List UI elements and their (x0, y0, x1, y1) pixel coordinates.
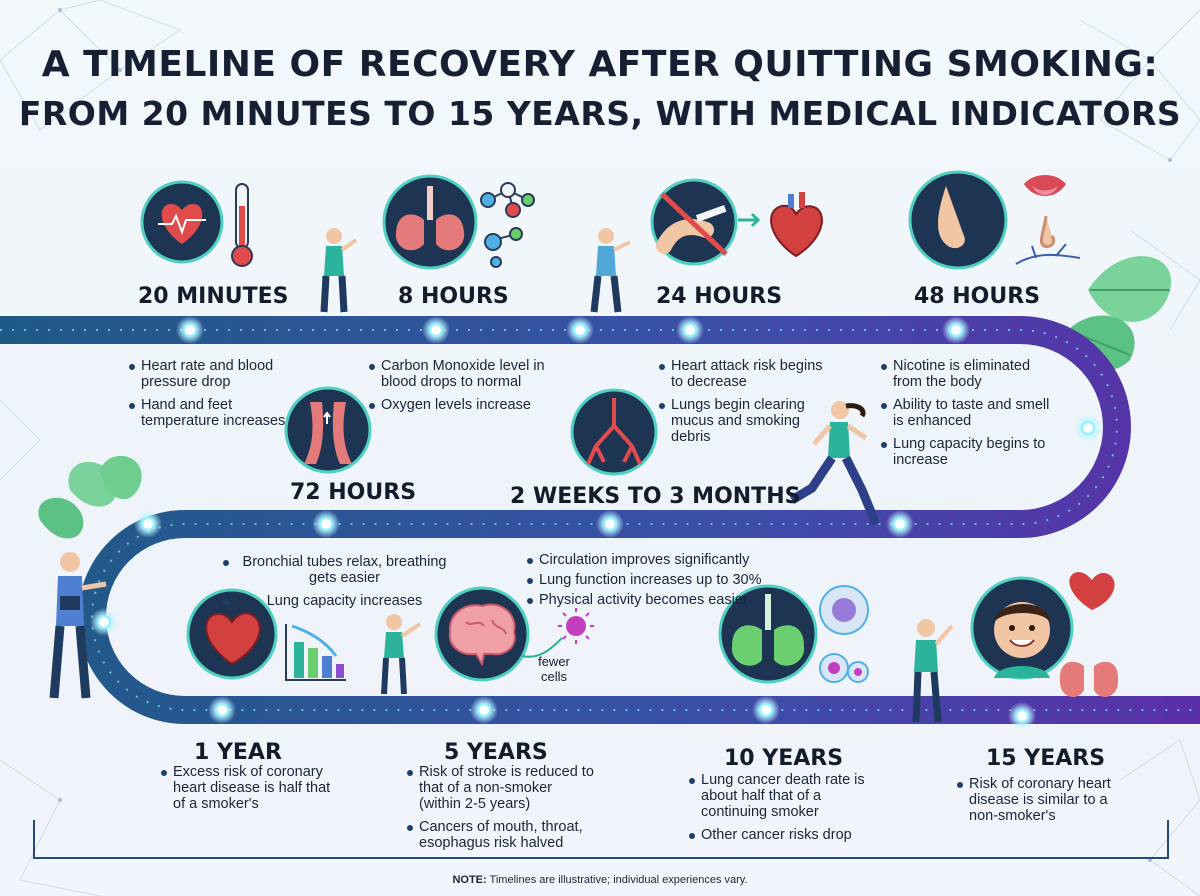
bullet-item: Excess risk of coronary heart disease is… (160, 764, 336, 812)
milestone-label-8-hours: 8 HOURS (398, 284, 509, 309)
milestone-label-20-minutes: 20 MINUTES (138, 284, 289, 309)
timeline-node (183, 323, 197, 337)
bullets-8-hours: Carbon Monoxide level in blood drops to … (368, 358, 560, 420)
footnote-text: Timelines are illustrative; individual e… (486, 874, 748, 886)
cell-icon (819, 585, 869, 683)
bullet-item: Lung function increases up to 30% (526, 572, 776, 588)
timeline-node (477, 703, 491, 717)
lungs-icon-10yr (718, 584, 869, 684)
bullet-item: Heart attack risk begins to decrease (658, 358, 834, 390)
milestone-label-1-year: 1 YEAR (194, 740, 282, 765)
timeline-node (97, 615, 111, 629)
bullets-15-years: Risk of coronary heart disease is simila… (956, 776, 1136, 831)
bullets-10-years: Lung cancer death rate is about half tha… (688, 772, 868, 850)
bullet-item: Ability to taste and smell is enhanced (880, 397, 1056, 429)
bullets-1-year: Excess risk of coronary heart disease is… (160, 764, 336, 819)
page-title-line-1: A TIMELINE OF RECOVERY AFTER QUITTING SM… (41, 44, 1159, 85)
leaf-decoration-left (38, 455, 142, 539)
mouth-icon (1024, 175, 1066, 196)
milestone-label-2-weeks-3-months: 2 WEEKS TO 3 MONTHS (510, 484, 801, 509)
lungs-icon (382, 174, 535, 270)
face-icon (970, 572, 1119, 697)
timeline-node (319, 517, 333, 531)
timeline-node (215, 703, 229, 717)
bullets-2-weeks-3-months: Circulation improves significantly Lung … (526, 552, 776, 615)
timeline-node (759, 703, 773, 717)
bottom-bracket-line (33, 820, 1169, 859)
bullets-20-minutes: Heart rate and blood pressure drop Hand … (128, 358, 288, 436)
milestone-label-10-years: 10 YEARS (724, 746, 844, 771)
no-smoking-icon (650, 178, 823, 266)
runner-figure (789, 401, 881, 526)
bullet-item: Heart rate and blood pressure drop (128, 358, 288, 390)
milestone-label-5-years: 5 YEARS (444, 740, 548, 765)
person-figure-4 (912, 619, 954, 723)
timeline-node (1015, 709, 1029, 723)
bronchi-icon (284, 386, 372, 474)
timeline-node (949, 323, 963, 337)
airway-icon (570, 388, 658, 476)
timeline-node (603, 517, 617, 531)
person-figure-2 (590, 228, 631, 313)
bullet-item: Other cancer risks drop (688, 827, 868, 843)
heart-rate-icon (140, 180, 253, 267)
bullet-item: Nicotine is eliminated from the body (880, 358, 1056, 390)
person-with-tablet (49, 552, 107, 699)
bullet-item: Circulation improves significantly (526, 552, 776, 568)
bullet-item: Bronchial tubes relax, breathing gets ea… (222, 554, 454, 586)
bullet-item: Oxygen levels increase (368, 397, 560, 413)
timeline-node (893, 517, 907, 531)
bullet-item: Risk of stroke is reduced to that of a n… (406, 764, 594, 812)
timeline-node (573, 323, 587, 337)
bullet-item: Lung cancer death rate is about half tha… (688, 772, 868, 820)
timeline-node (1081, 421, 1095, 435)
brain-icon (434, 586, 594, 682)
person-figure-1 (320, 228, 358, 313)
brain-note-text: fewer cells (538, 654, 570, 684)
footnote: NOTE: Timelines are illustrative; indivi… (0, 874, 1200, 886)
bullets-48-hours: Nicotine is eliminated from the body Abi… (880, 358, 1056, 475)
heart-icon-1yr (186, 588, 346, 681)
nose-mouth-icon (908, 170, 1081, 270)
bullets-24-hours: Heart attack risk begins to decrease Lun… (658, 358, 834, 452)
timeline-node (429, 323, 443, 337)
bullet-item: Risk of coronary heart disease is simila… (956, 776, 1136, 824)
page-title-line-2: FROM 20 MINUTES TO 15 YEARS, WITH MEDICA… (18, 94, 1182, 133)
bullet-item: Cancers of mouth, throat, esophagus risk… (406, 819, 594, 851)
bar-chart-icon (285, 624, 346, 681)
molecule-icon (480, 182, 535, 268)
milestone-label-48-hours: 48 HOURS (914, 284, 1041, 309)
bullet-item: Hand and feet temperature increases (128, 397, 288, 429)
bullet-item: Carbon Monoxide level in blood drops to … (368, 358, 560, 390)
timeline-node (683, 323, 697, 337)
milestone-label-72-hours: 72 HOURS (290, 480, 417, 505)
bullet-item: Lung capacity increases (222, 593, 454, 609)
thermometer-icon (231, 183, 253, 267)
virus-icon (558, 608, 594, 644)
bullets-72-hours: Bronchial tubes relax, breathing gets ea… (222, 554, 454, 616)
bullet-item: Lungs begin clearing mucus and smoking d… (658, 397, 834, 445)
milestone-label-24-hours: 24 HOURS (656, 284, 783, 309)
heart-organ-icon (770, 192, 823, 258)
bullet-item: Physical activity becomes easier (526, 592, 776, 608)
milestone-label-15-years: 15 YEARS (986, 746, 1106, 771)
person-figure-3 (381, 614, 422, 695)
footnote-label: NOTE: (452, 874, 487, 886)
bullets-5-years: Risk of stroke is reduced to that of a n… (406, 764, 594, 858)
timeline-node (141, 517, 155, 531)
bullet-item: Lung capacity begins to increase (880, 436, 1056, 468)
